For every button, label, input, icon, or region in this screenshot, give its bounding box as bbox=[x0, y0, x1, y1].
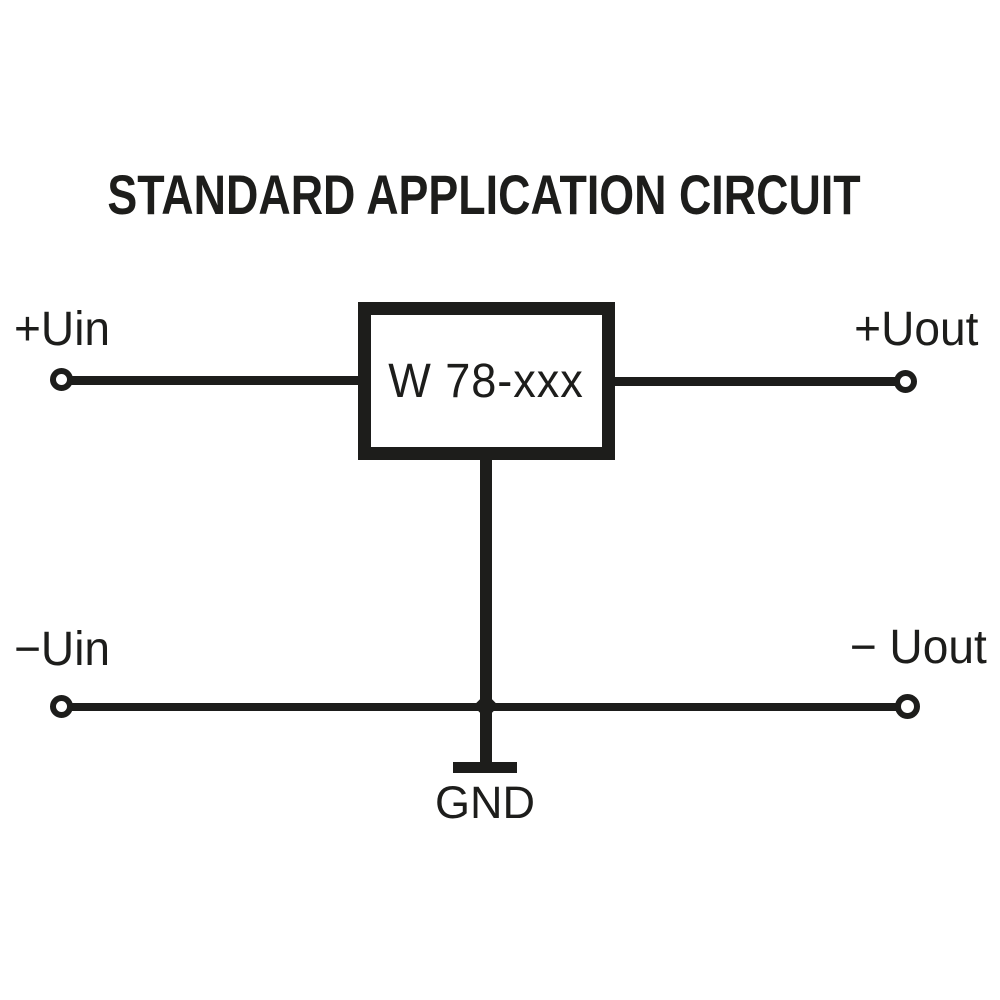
terminal-positive-input-icon bbox=[50, 368, 73, 391]
wire-positive-input bbox=[60, 376, 362, 385]
ground-label: GND bbox=[435, 777, 535, 828]
label-positive-input: +Uin bbox=[14, 303, 111, 356]
terminal-negative-input-icon bbox=[50, 695, 73, 718]
label-negative-input: −Uin bbox=[14, 623, 111, 676]
wire-ground bbox=[480, 454, 492, 768]
wire-positive-output bbox=[612, 377, 900, 386]
label-negative-output: − Uout bbox=[849, 621, 987, 674]
terminal-positive-output-icon bbox=[894, 370, 917, 393]
terminal-negative-output-icon bbox=[895, 694, 920, 719]
regulator-label: W 78-xxx bbox=[388, 354, 585, 408]
label-positive-output: +Uout bbox=[853, 303, 978, 356]
diagram-title: STANDARD APPLICATION CIRCUIT bbox=[107, 163, 861, 226]
regulator-box: W 78-xxx bbox=[358, 302, 615, 460]
junction-dot-icon bbox=[473, 693, 499, 719]
